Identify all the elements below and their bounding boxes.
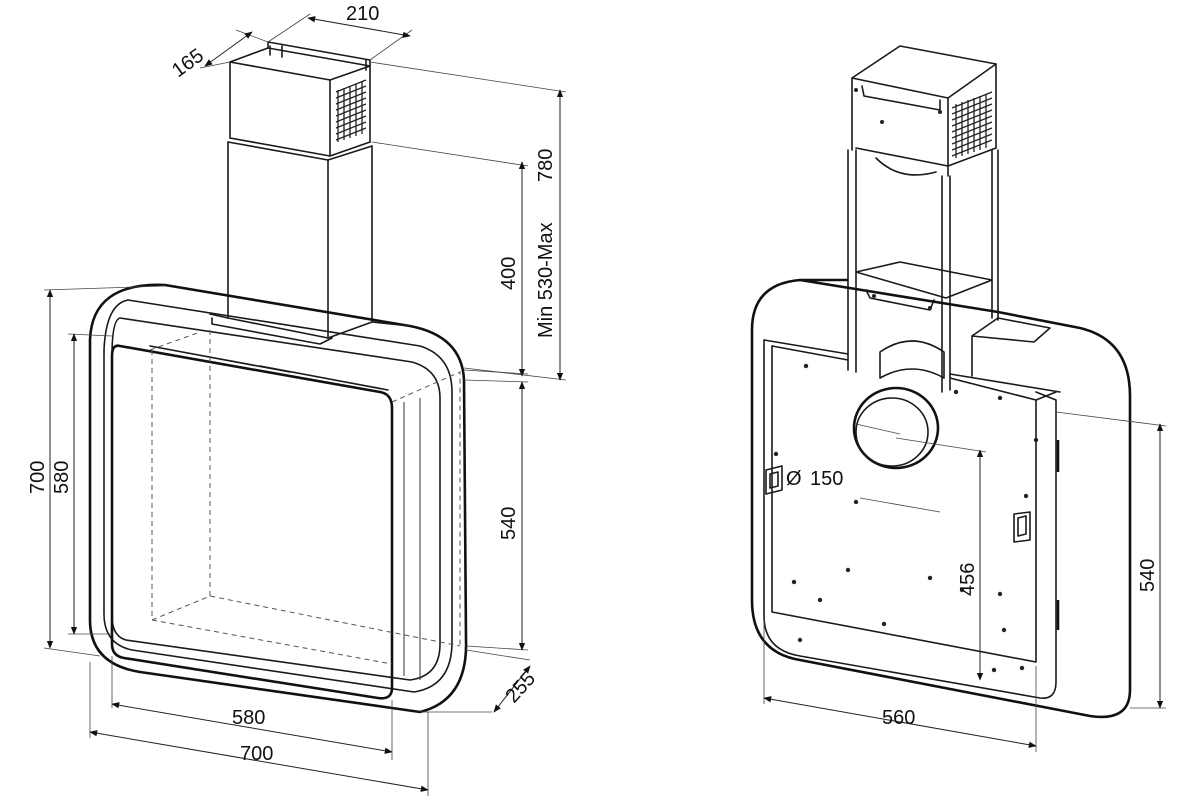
right-hood-body	[750, 278, 1132, 719]
dim-chimney-depth: 165	[168, 29, 269, 82]
right-outlet-ring	[852, 386, 940, 470]
dim-total-height: 780 Min 530-Max	[369, 61, 567, 381]
left-chimney-upper	[229, 61, 371, 157]
dim-label-700-v: 700	[27, 461, 49, 494]
dim-outlet-diameter: Ø 150	[786, 423, 901, 490]
dim-label-540-right: 540	[1137, 559, 1159, 592]
dim-label-456: 456	[957, 563, 979, 596]
diameter-symbol: Ø	[786, 468, 802, 490]
right-chimney-upper	[851, 45, 997, 177]
right-chimney-lower	[847, 149, 999, 393]
dim-label-540-left: 540	[498, 507, 520, 540]
dim-label-580-v: 580	[51, 461, 73, 494]
dim-inner-height: 580	[51, 333, 113, 635]
left-vent-grille	[335, 79, 367, 142]
left-glass-panel	[110, 344, 394, 700]
dim-label-580-h: 580	[232, 707, 265, 729]
left-hood-view: 165 210 780 Min 530-Max 400	[27, 3, 567, 796]
dim-label-150: 150	[810, 468, 843, 490]
dim-label-780: 780	[535, 149, 557, 182]
dim-label-255: 255	[501, 668, 540, 708]
left-chimney-cap	[229, 41, 371, 81]
right-vent-grille	[951, 91, 993, 158]
right-screw-holes	[773, 363, 1039, 673]
dim-body-height-right: 540	[1055, 411, 1167, 709]
dim-outer-height: 700	[27, 285, 166, 657]
dim-label-210: 210	[346, 3, 379, 25]
dim-body-height: 540	[463, 379, 529, 651]
dim-outer-width: 700	[89, 662, 429, 796]
dim-label-400: 400	[498, 257, 520, 290]
dim-label-700-h: 700	[240, 743, 273, 765]
dim-chimney-height: 400	[371, 141, 529, 377]
dim-width-right: 560	[763, 620, 1037, 752]
right-bracket-right	[1013, 511, 1031, 543]
left-chimney-lower	[227, 141, 373, 339]
dim-label-165: 165	[168, 45, 208, 82]
right-bracket-left	[765, 465, 783, 495]
dim-outlet-height: 456	[859, 437, 987, 681]
dim-chimney-width: 210	[267, 3, 413, 61]
left-hidden-outline	[149, 330, 461, 665]
dim-label-560: 560	[882, 707, 915, 729]
right-hood-view: Ø 150 456 540 560	[750, 45, 1167, 752]
dim-label-range: Min 530-Max	[535, 222, 557, 338]
left-hood-body	[88, 283, 468, 714]
